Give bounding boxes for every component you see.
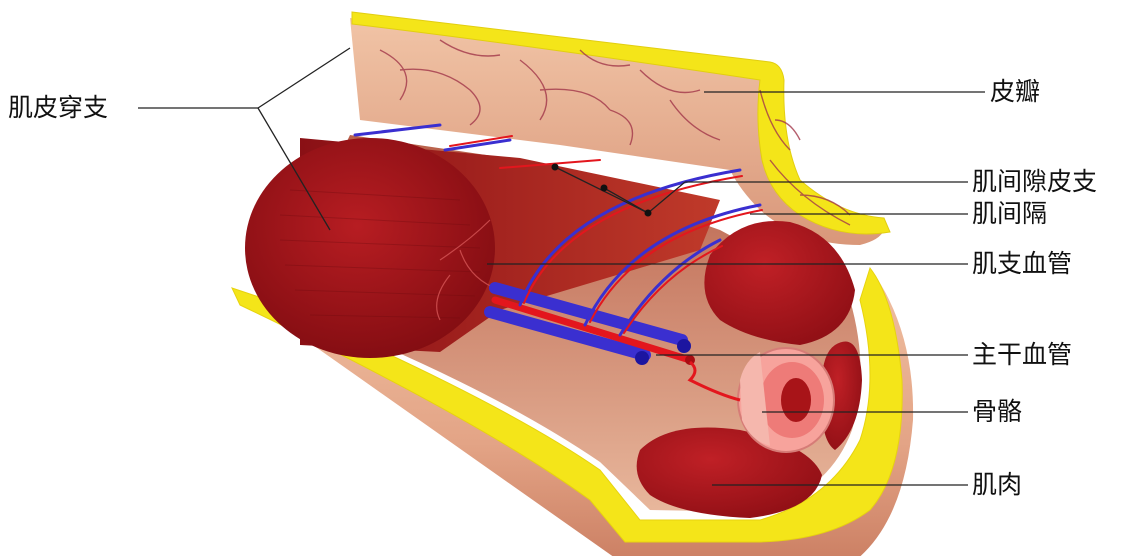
- label-perforator: 肌皮穿支: [8, 93, 108, 123]
- label-septocutaneous: 肌间隙皮支: [972, 167, 1097, 197]
- label-skin-flap: 皮瓣: [990, 77, 1040, 107]
- label-main-vessels: 主干血管: [972, 340, 1072, 370]
- label-bone: 骨骼: [972, 397, 1022, 427]
- label-muscle: 肌肉: [972, 470, 1022, 500]
- label-septum: 肌间隔: [972, 199, 1047, 229]
- bone-marrow: [781, 378, 811, 422]
- label-muscular-vessels: 肌支血管: [972, 249, 1072, 279]
